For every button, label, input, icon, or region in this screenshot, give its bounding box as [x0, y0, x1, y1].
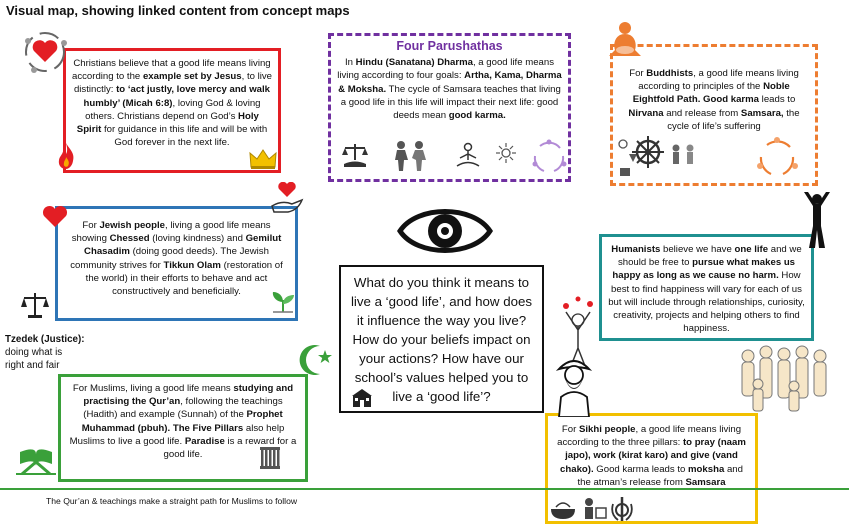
- langar-icon: [551, 502, 575, 519]
- justice-scales-icon: [21, 293, 49, 318]
- buddha-icon: [609, 22, 641, 56]
- sikh-box: For Sikhi people, a good life means livi…: [545, 413, 758, 524]
- crown-icon: [249, 149, 277, 169]
- scales-hand-icon: [342, 144, 368, 167]
- tzedek-label: Tzedek (Justice): doing what is right an…: [5, 334, 85, 371]
- page-title: Visual map, showing linked content from …: [6, 3, 350, 18]
- hand-heart-icon: [271, 182, 304, 213]
- jewish-box: For Jewish people, living a good life me…: [55, 206, 298, 321]
- muslim-box: For Muslims, living a good life means st…: [58, 374, 308, 482]
- heart-cycle-icon: [25, 32, 67, 73]
- flame-icon: [58, 143, 74, 169]
- hindu-heading: Four Parushathas: [396, 39, 503, 53]
- buddhist-cycle-icon: [757, 137, 798, 176]
- figures-icon: [672, 144, 694, 164]
- humanist-box: Humanists believe we have one life and w…: [599, 234, 814, 341]
- divider-line: [0, 488, 849, 490]
- helping-people-icon: [395, 141, 426, 171]
- group-people-icon: [741, 345, 827, 412]
- central-question-box: What do you think it means to live a ‘go…: [339, 265, 544, 413]
- school-icon: [352, 389, 372, 407]
- buddhist-box: For Buddhists, a good life means living …: [610, 44, 818, 186]
- humanist-figure-icon: [804, 192, 830, 248]
- juggler-figure-icon: [563, 296, 593, 367]
- five-pillars-icon: [260, 447, 280, 469]
- footer-caption: The Qur’an & teachings make a straight p…: [46, 496, 298, 506]
- small-symbols-icon: [618, 139, 637, 176]
- heart-icon: [42, 205, 68, 227]
- crescent-star-icon: [299, 345, 332, 375]
- samsara-cycle-icon: [532, 139, 567, 172]
- sprout-icon: [272, 292, 294, 313]
- sikh-figure-icon: [555, 360, 593, 417]
- meditation-icon: [456, 142, 480, 167]
- christian-box: Christians believe that a good life mean…: [63, 48, 281, 173]
- quran-stand-icon: [16, 449, 56, 476]
- khanda-icon: [611, 497, 633, 521]
- eye-icon: [397, 209, 493, 253]
- dharma-wheel-icon: [632, 136, 664, 168]
- hindu-box: Four Parushathas In Hindu (Sanatana) Dha…: [328, 33, 571, 182]
- sun-burst-icon: [496, 143, 516, 163]
- seva-work-icon: [585, 498, 607, 519]
